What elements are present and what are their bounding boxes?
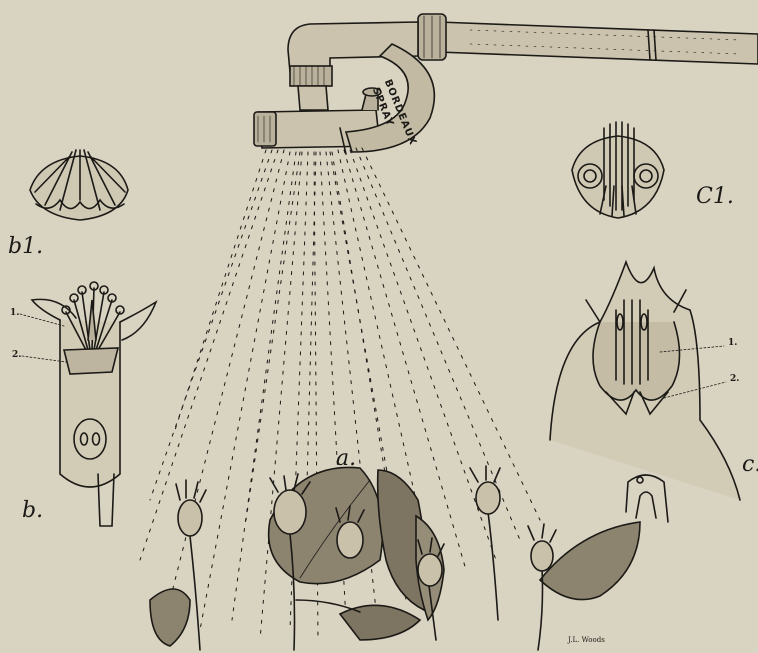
figure-c1: [572, 122, 664, 218]
label-a: a.: [336, 446, 356, 471]
figure-b1: [30, 150, 128, 220]
figure-b: [20, 282, 156, 526]
label-c: c.: [742, 452, 758, 477]
label-b-marker-1: 1.: [10, 308, 19, 318]
label-b: b.: [22, 498, 43, 523]
label-b-marker-2: 2.: [12, 350, 21, 360]
label-c1: C1.: [696, 184, 734, 209]
spray-pipe-illustration: [254, 14, 758, 154]
artist-signature: J.L. Woods: [568, 636, 605, 644]
label-c-marker-2: 2.: [730, 374, 739, 384]
figure-c: [550, 262, 740, 522]
label-c-marker-1: 1.: [728, 338, 737, 348]
label-b1: b1.: [8, 234, 43, 259]
figure-a-plants: [150, 466, 640, 650]
